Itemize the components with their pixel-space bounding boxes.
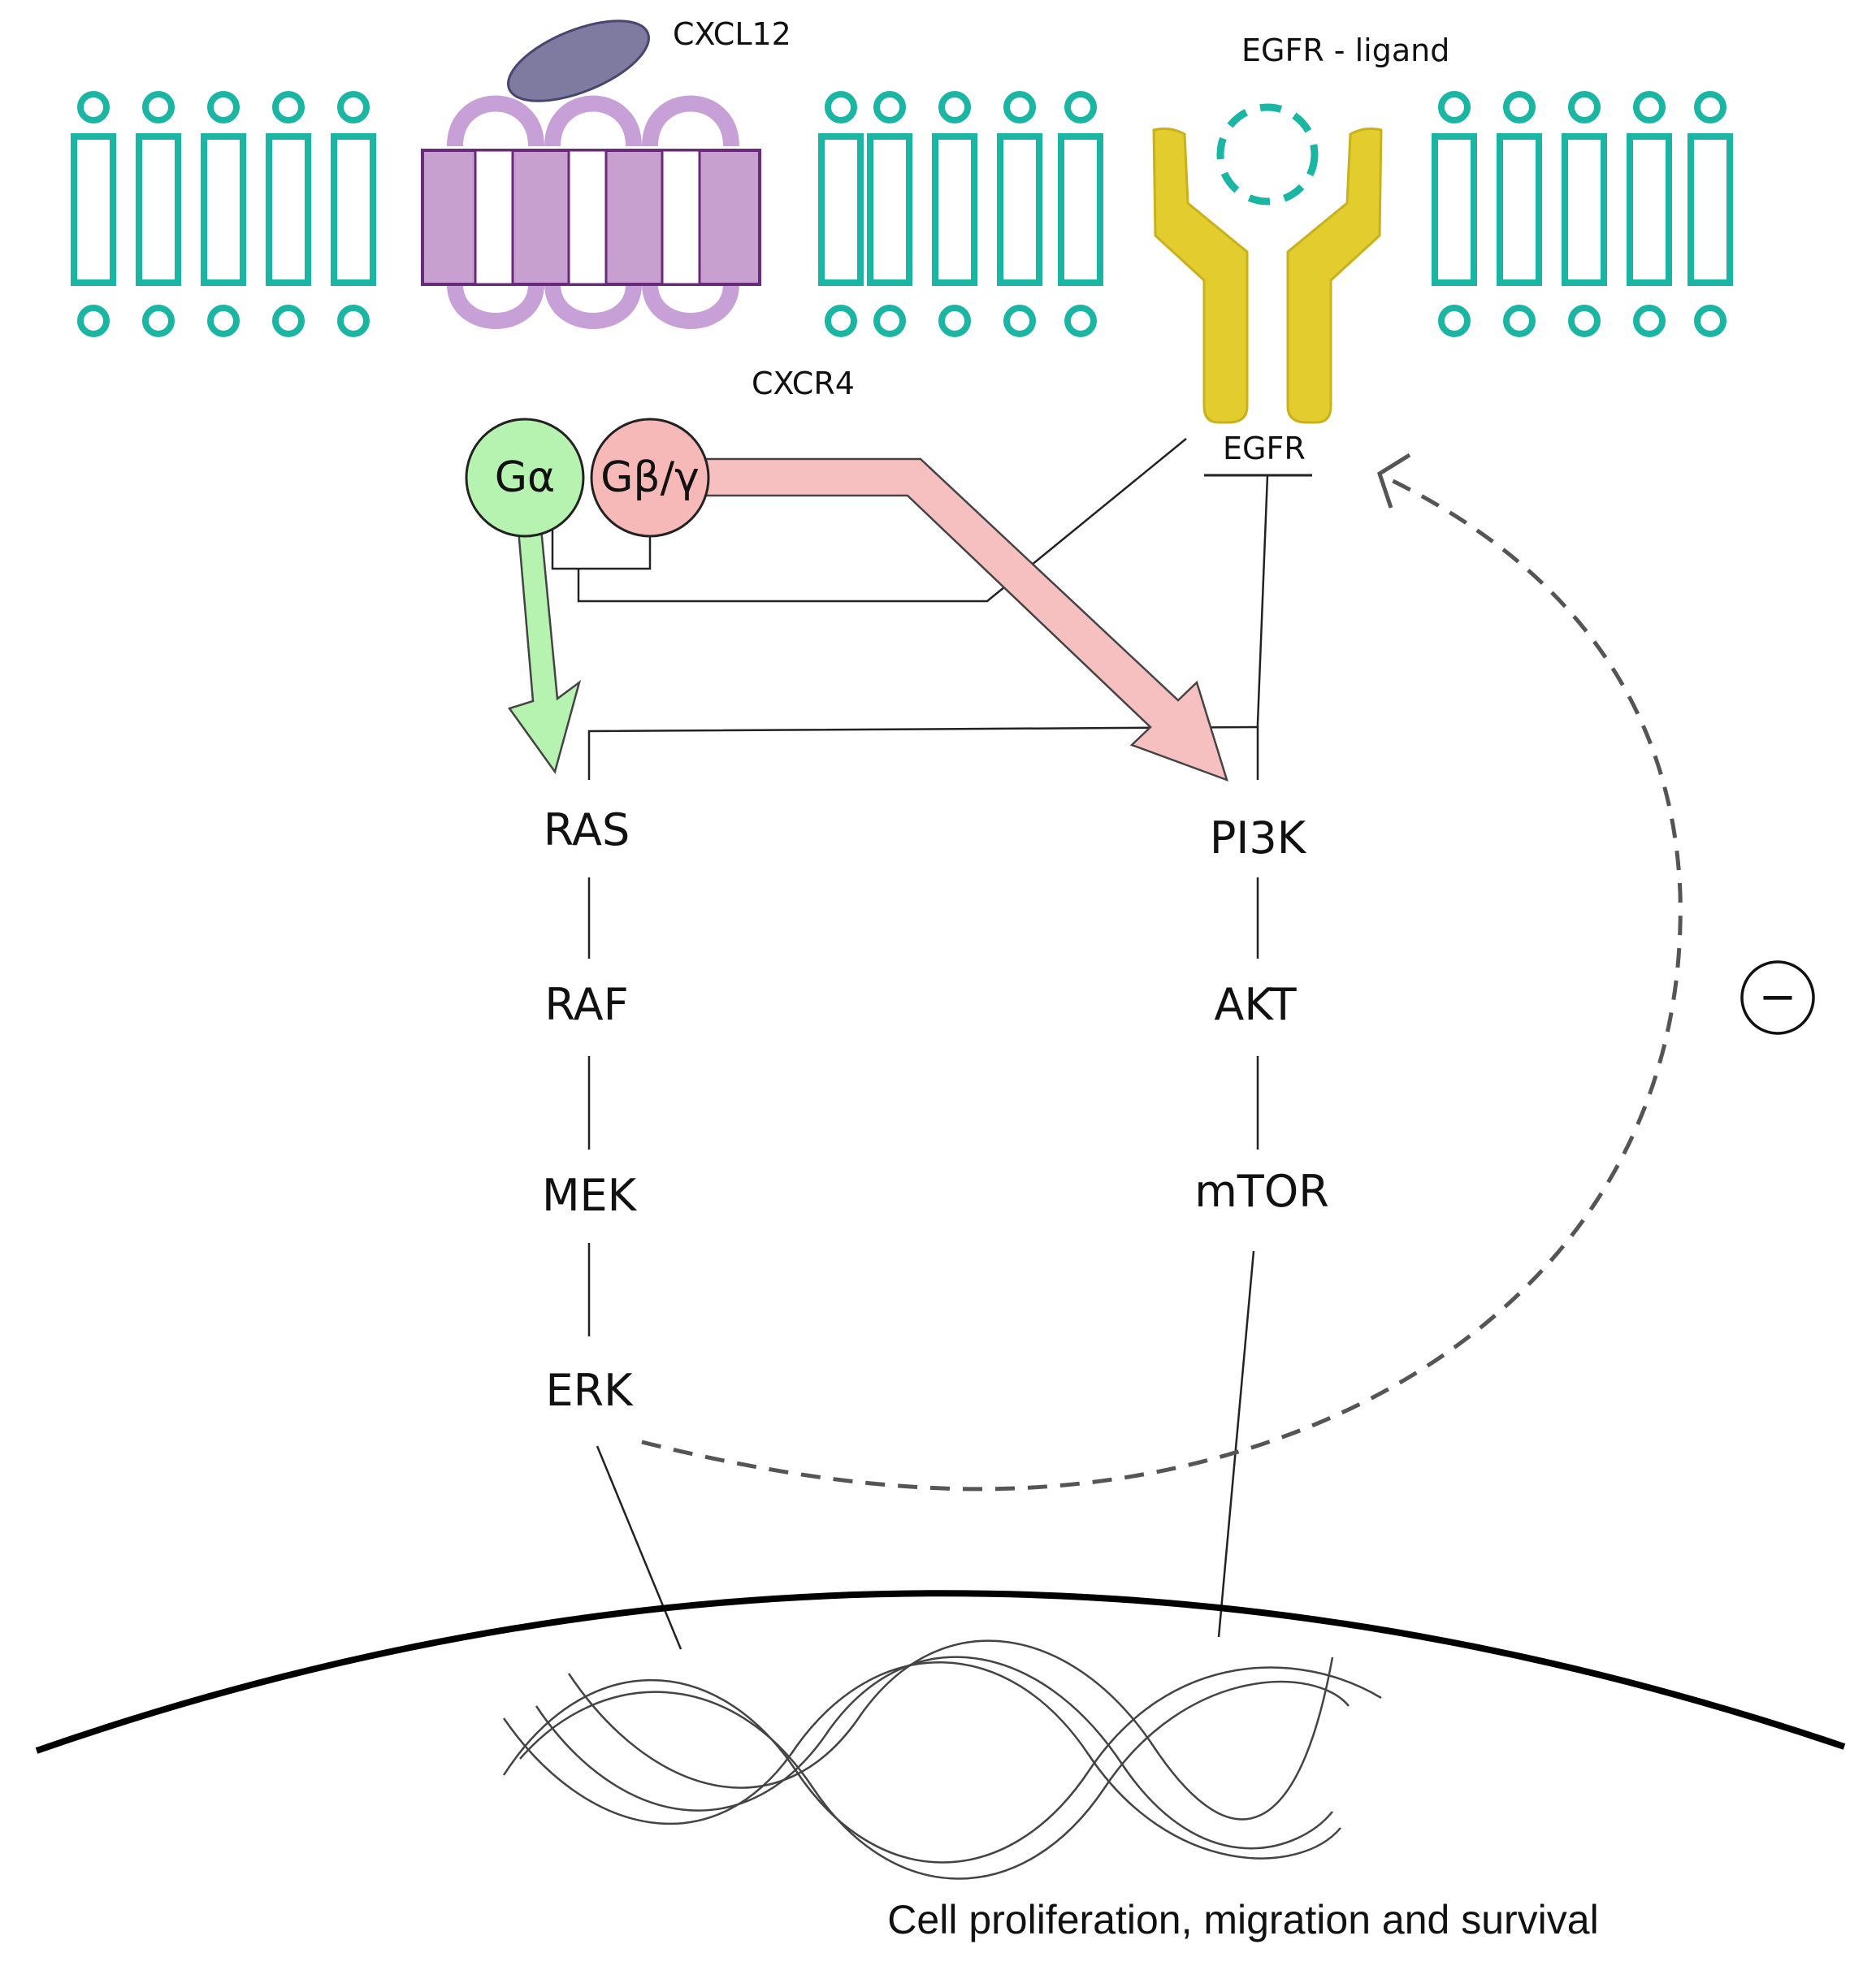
egfr-right-arm (1286, 127, 1383, 424)
phospholipid (997, 91, 1042, 337)
cxcr4-gap (661, 149, 701, 286)
egfr-left-arm (1152, 127, 1249, 424)
g-protein-to-egfr-line (551, 528, 652, 570)
egfr-ligand-binding-site (1216, 103, 1319, 206)
g-beta-gamma-label: Gβ/γ (600, 453, 700, 502)
phospholipid (201, 91, 246, 337)
g-protein-egfr-link (577, 438, 1187, 603)
g-alpha-to-ras-arrow (507, 518, 582, 774)
phospholipid (1688, 91, 1733, 337)
cxcr4-gap (474, 149, 514, 286)
feedback-arrowhead (1377, 453, 1411, 509)
phospholipid (818, 91, 864, 337)
cxcr4-gap (567, 149, 608, 286)
egfr-receptor (1152, 127, 1383, 424)
inhibition-symbol-label: − (1759, 971, 1797, 1024)
phospholipid (136, 91, 181, 337)
signal-connectors (551, 438, 1269, 1650)
phospholipid (867, 91, 912, 337)
inhibition-symbol-icon (1740, 960, 1815, 1035)
g-alpha-subunit (465, 418, 585, 538)
outcome-caption: Cell proliferation, migration and surviv… (887, 1897, 1598, 1942)
phospholipid (932, 91, 977, 337)
cxcr4-label: CXCR4 (752, 366, 855, 401)
cxcr4-extracellular-loops (447, 95, 739, 329)
erk-egfr-feedback-arrow (641, 473, 1683, 1492)
erk-nucleus-line (596, 1445, 682, 1650)
akt-node: AKT (1214, 979, 1297, 1030)
nuclear-membrane (35, 1590, 1846, 1754)
phospholipid (1497, 91, 1542, 337)
g-beta-gamma-subunit (590, 418, 710, 538)
dna-double-helix (502, 1639, 1382, 1880)
egfr-to-pi3k-line (1256, 474, 1269, 780)
g-beta-gamma-to-pi3k-arrow (697, 457, 1228, 782)
ras-node: RAS (544, 804, 630, 855)
cxcl12-label: CXCL12 (673, 16, 791, 52)
mtor-node: mTOR (1194, 1166, 1329, 1217)
phospholipid (1562, 91, 1607, 337)
phospholipid (1432, 91, 1477, 337)
phospholipid (71, 91, 116, 337)
mtor-nucleus-line (1217, 1250, 1255, 1638)
phospholipid (266, 91, 311, 337)
raf-node: RAF (544, 979, 628, 1030)
erk-node: ERK (545, 1365, 634, 1416)
cell-membrane-lipids (71, 91, 1733, 337)
ras-pi3k-crosslink (587, 725, 1259, 780)
egfr-ligand-label: EGFR - ligand (1241, 32, 1449, 68)
cxcl12-ligand (507, 19, 650, 102)
pi3k-node: PI3K (1210, 812, 1307, 864)
phospholipid (1058, 91, 1103, 337)
g-alpha-label: Gα (495, 453, 556, 502)
egfr-label: EGFR (1223, 431, 1306, 466)
phospholipid (1627, 91, 1672, 337)
phospholipid (331, 91, 376, 337)
mek-node: MEK (542, 1170, 638, 1221)
cxcr4-receptor (421, 95, 761, 329)
